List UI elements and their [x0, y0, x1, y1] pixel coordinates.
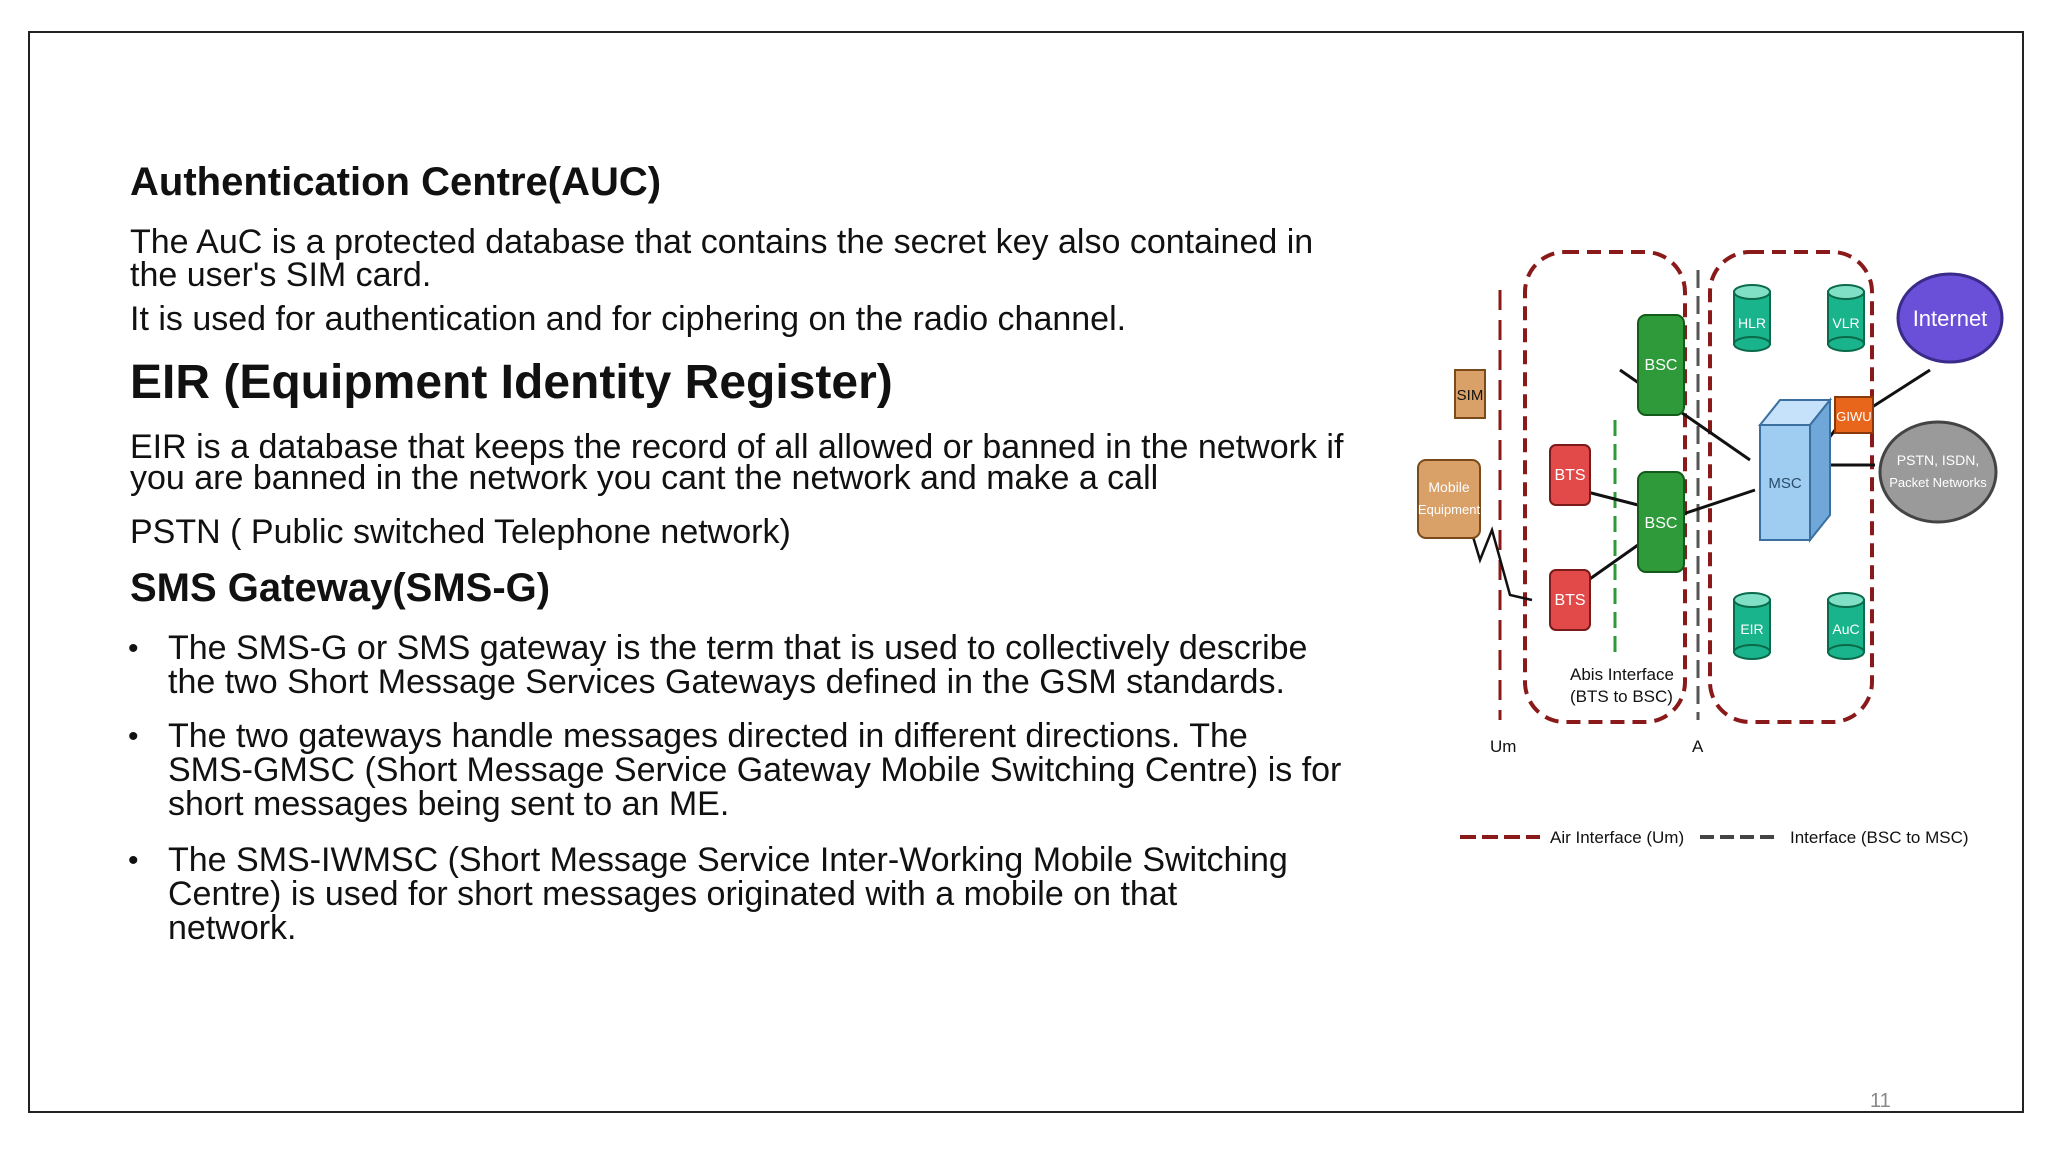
bullet-2-line-2: SMS-GMSC (Short Message Service Gateway …	[168, 751, 1342, 789]
auc-label: AuC	[1832, 621, 1859, 637]
mobile-equipment-label-1: Mobile	[1428, 479, 1469, 495]
pstn-line: PSTN ( Public switched Telephone network…	[130, 513, 791, 551]
msc-label: MSC	[1768, 475, 1802, 492]
bullet-2-line-1: The two gateways handle messages directe…	[168, 717, 1248, 755]
auc-line-2: the user's SIM card.	[130, 256, 432, 294]
auc-line-1: The AuC is a protected database that con…	[130, 223, 1314, 261]
bsc-box-bottom	[1637, 471, 1685, 573]
eir-line-2: you are banned in the network you cant t…	[130, 459, 1159, 497]
eir-heading: EIR (Equipment Identity Register)	[130, 356, 893, 409]
auc-line-3: It is used for authentication and for ci…	[130, 300, 1127, 338]
radio-link	[1463, 509, 1533, 602]
msc-cube-side	[1809, 397, 1831, 543]
mobile-equipment-box	[1417, 459, 1481, 539]
auc-heading: Authentication Centre(AUC)	[130, 160, 662, 204]
pstn-ellipse	[1878, 420, 1998, 524]
bullet-1-line-2: the two Short Message Services Gateways …	[168, 663, 1285, 701]
nss-region	[1708, 250, 1874, 724]
sim-box	[1454, 369, 1486, 419]
bullet-3-line-3: network.	[168, 909, 297, 947]
bsc-label-top: BSC	[1645, 357, 1678, 374]
giwu-label: GIWU	[1836, 409, 1871, 424]
bullet-3-line-2: Centre) is used for short messages origi…	[168, 875, 1178, 913]
hlr-label: HLR	[1738, 315, 1766, 331]
vlr-db	[1827, 284, 1865, 352]
auc-db	[1827, 592, 1865, 660]
bts-label-top: BTS	[1554, 467, 1585, 484]
bsc-box-top	[1637, 314, 1685, 416]
bts-label-bottom: BTS	[1554, 592, 1585, 609]
bullet-2-line-3: short messages being sent to an ME.	[168, 785, 730, 823]
bullet-3-line-1: The SMS-IWMSC (Short Message Service Int…	[168, 841, 1288, 879]
legend-bsc-label: Interface (BSC to MSC)	[1790, 828, 1969, 847]
bullet-dot: •	[128, 844, 139, 877]
abis-label-1: Abis Interface	[1570, 665, 1674, 684]
abis-label-2: (BTS to BSC)	[1570, 687, 1673, 706]
bullet-1-line-1: The SMS-G or SMS gateway is the term tha…	[168, 629, 1308, 667]
eir-db	[1733, 592, 1771, 660]
mobile-equipment-label-2: Equipment	[1418, 502, 1481, 517]
smsg-heading: SMS Gateway(SMS-G)	[130, 566, 551, 610]
giwu-box	[1834, 396, 1874, 434]
sim-label: SIM	[1457, 387, 1484, 404]
pstn-label-2: Packet Networks	[1889, 475, 1987, 490]
bts-box-top	[1549, 444, 1591, 506]
pstn-label-1: PSTN, ISDN,	[1897, 452, 1979, 468]
bts-box-bottom	[1549, 569, 1591, 631]
bsc-label-bottom: BSC	[1645, 515, 1678, 532]
a-label: A	[1692, 737, 1704, 756]
bullet-dot: •	[128, 632, 139, 665]
eir-label: EIR	[1740, 621, 1763, 637]
legend-air-label: Air Interface (Um)	[1550, 828, 1684, 847]
hlr-db	[1733, 284, 1771, 352]
page-number: 11	[1870, 1090, 1891, 1112]
slide-frame	[28, 31, 2024, 1113]
internet-label: Internet	[1913, 306, 1988, 331]
internet-ellipse	[1896, 272, 2004, 364]
um-label: Um	[1490, 737, 1516, 756]
eir-line-1: EIR is a database that keeps the record …	[130, 428, 1344, 466]
msc-box	[1759, 424, 1811, 541]
gsm-architecture-diagram: SIM Mobile Equipment BTS BTS BSC BSC MSC…	[1417, 250, 2004, 847]
bullet-dot: •	[128, 720, 139, 753]
vlr-label: VLR	[1832, 315, 1859, 331]
